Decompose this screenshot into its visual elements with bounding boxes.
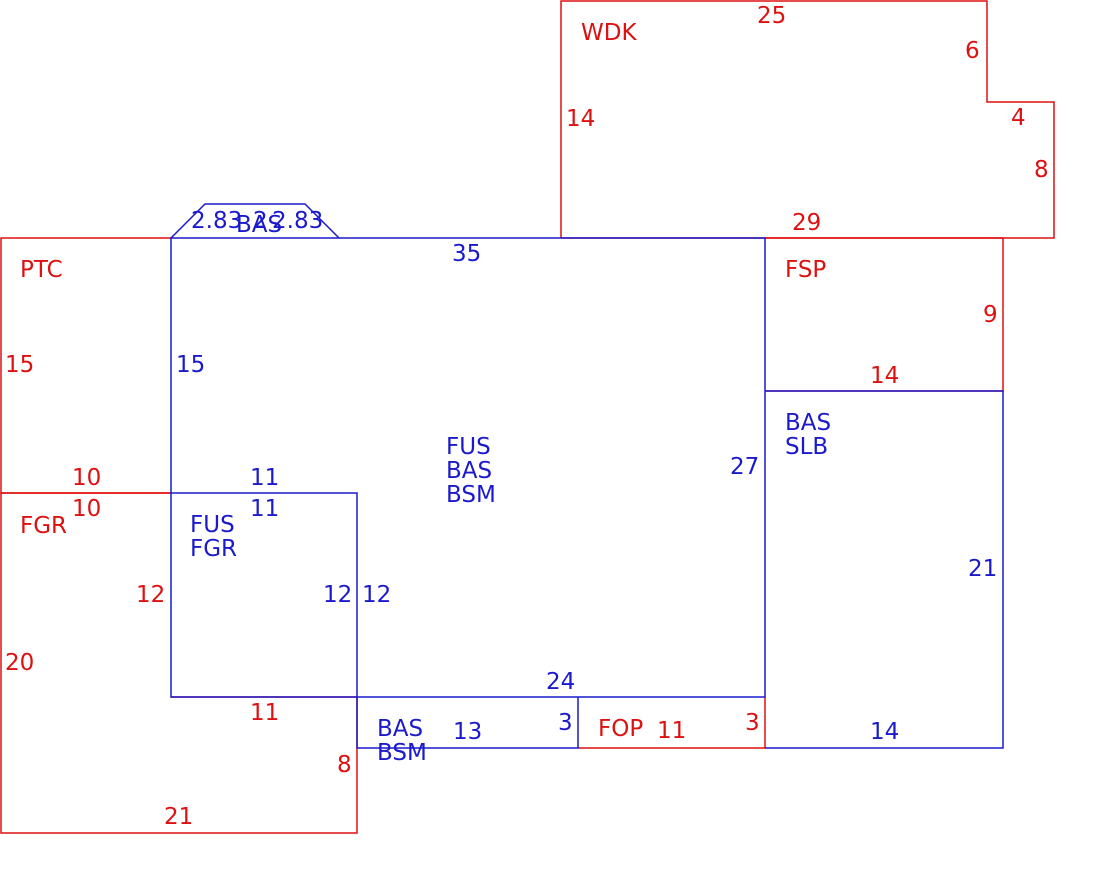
bump-dim-top: 2 [253,208,268,234]
garage-upper-outline [171,492,358,697]
blue-labels: 2.83 2 2.83 BAS 35 15 27 24 12 FUS BAS B… [176,208,997,766]
fgr-dim-right: 8 [337,752,352,778]
main-dim-left: 15 [176,352,205,378]
fgr-dim-inner: 12 [136,582,165,608]
main-dim-bottom: 24 [546,669,575,695]
fsp-dim-bottom: 14 [870,363,899,389]
main-house-outline [170,237,766,698]
garage-upper-dim-top-outer: 11 [250,465,279,491]
main-code-3: BSM [446,482,496,508]
slb-outline [765,390,1004,749]
fgr-dim-left: 20 [5,650,34,676]
main-dim-right: 27 [730,454,759,480]
fsp-dim-right: 9 [983,302,998,328]
red-labels: WDK 25 6 4 8 14 29 PTC 15 10 FGR 10 12 2… [5,3,1049,830]
bay-bump-outline [170,203,340,239]
bump-dim-right: 2.83 [272,208,323,234]
wdk-dim-step-horizontal: 4 [1011,105,1026,131]
wdk-dim-bottom: 29 [792,210,821,236]
garage-upper-dim-top-inner: 11 [250,496,279,522]
lower-bsm-code-1: BAS [377,716,423,742]
main-code-2: BAS [446,458,492,484]
fgr-dim-inner-bottom: 11 [250,700,279,726]
blue-outlines [170,203,1004,749]
garage-upper-code-1: FUS [190,512,235,538]
slb-dim-bottom: 14 [870,719,899,745]
wdk-code: WDK [581,20,637,46]
wdk-dim-right: 8 [1034,157,1049,183]
main-code-1: FUS [446,434,491,460]
lower-bsm-outline [356,697,579,749]
slb-code-2: SLB [785,434,828,460]
main-dim-inner: 12 [362,582,391,608]
lower-bsm-dim-right: 3 [558,710,573,736]
fgr-code: FGR [20,513,67,539]
slb-code-1: BAS [785,410,831,436]
ptc-dim-bottom: 10 [72,465,101,491]
garage-upper-code-2: FGR [190,536,237,562]
lower-bsm-code-2: BSM [377,740,427,766]
garage-upper-dim-right: 12 [323,582,352,608]
fop-code: FOP [598,716,643,742]
wdk-dim-top: 25 [757,3,786,29]
lower-bsm-dim-bottom: 13 [453,719,482,745]
fgr-dim-bottom: 21 [164,804,193,830]
wdk-dim-step-vertical: 6 [965,38,980,64]
fop-dim-bottom: 11 [657,718,686,744]
fop-dim-right: 3 [745,710,760,736]
bump-dim-left: 2.83 [191,208,242,234]
fgr-outline [0,492,358,834]
main-dim-top: 35 [452,241,481,267]
fgr-dim-top: 10 [72,496,101,522]
wdk-dim-left: 14 [566,106,595,132]
ptc-dim-left: 15 [5,352,34,378]
fsp-code: FSP [785,257,826,283]
bump-code: BAS [236,212,282,238]
ptc-code: PTC [20,257,63,283]
wdk-outline [560,0,1055,239]
red-outlines [0,0,1055,834]
slb-dim-right: 21 [968,556,997,582]
